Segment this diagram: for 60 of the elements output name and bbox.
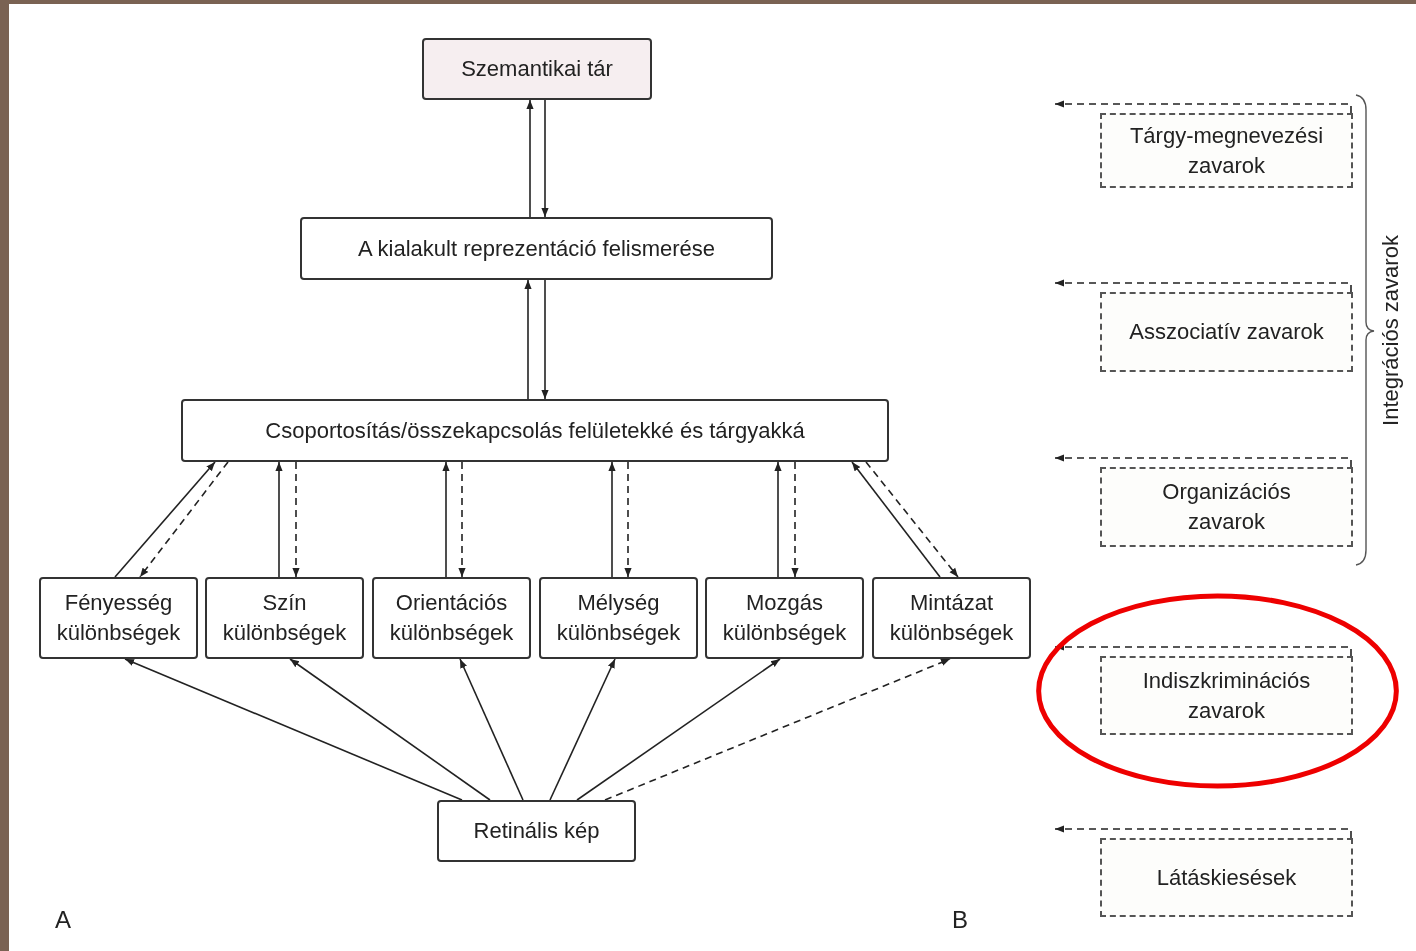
arrow (292, 461, 300, 578)
arrow (1054, 279, 1352, 293)
arrow (124, 658, 463, 801)
arrow (774, 461, 782, 578)
dashed-box (1100, 292, 1353, 372)
process-box (872, 577, 1031, 659)
arrow (1054, 825, 1352, 839)
arrow (524, 279, 532, 400)
node-text: Indiszkriminációs zavarok (1141, 666, 1312, 725)
process-box (372, 577, 531, 659)
node-text: Organizációs zavarok (1161, 478, 1292, 536)
arrow (604, 658, 951, 801)
node-text: Retinális kép (473, 817, 600, 845)
dashed-box (1100, 467, 1353, 547)
arrow (549, 658, 616, 801)
node-text: A kialakult reprezentáció felismerése (357, 234, 716, 263)
dashed-box (1100, 838, 1353, 917)
node-text: Tárgy-megnevezési zavarok (1129, 121, 1324, 180)
arrow (289, 658, 491, 801)
node-text: Szín különbségek (221, 589, 348, 647)
process-box (422, 38, 652, 100)
arrow (608, 461, 616, 578)
node-text: Szemantikai tár (461, 55, 613, 83)
arrow (1054, 100, 1352, 114)
panel-label: A (55, 905, 71, 935)
arrow (458, 461, 466, 578)
dashed-box (1100, 113, 1353, 188)
arrow (275, 461, 283, 578)
node-text: Fényesség különbségek (55, 589, 182, 647)
process-box (181, 399, 889, 462)
node-text: Orientációs különbségek (388, 589, 515, 647)
process-box (205, 577, 364, 659)
arrow (1054, 643, 1352, 657)
node-text: Mintázat különbségek (888, 589, 1015, 647)
arrow (851, 461, 941, 578)
process-box (705, 577, 864, 659)
panel-label: B (952, 905, 968, 935)
arrow (541, 99, 549, 218)
arrow (114, 461, 216, 578)
process-box (539, 577, 698, 659)
arrow (442, 461, 450, 578)
arrow (576, 658, 781, 801)
arrow (865, 461, 959, 578)
arrow (526, 99, 534, 218)
dashed-box (1100, 656, 1353, 735)
arrow (624, 461, 632, 578)
process-box (300, 217, 773, 280)
arrow (541, 279, 549, 400)
process-box (39, 577, 198, 659)
arrow (139, 461, 229, 578)
bracket-label: Integrációs zavarok (1376, 234, 1404, 426)
node-text: Asszociatív zavarok (1129, 318, 1324, 346)
node-text: Mélység különbségek (555, 589, 682, 647)
arrow (459, 658, 524, 801)
process-box (437, 800, 636, 862)
arrow (1054, 454, 1352, 468)
arrow (791, 461, 799, 578)
node-text: Mozgás különbségek (721, 589, 848, 647)
node-text: Látáskiesések (1156, 863, 1297, 892)
node-text: Csoportosítás/összekapcsolás felületekké és tárgyakká (265, 416, 805, 445)
